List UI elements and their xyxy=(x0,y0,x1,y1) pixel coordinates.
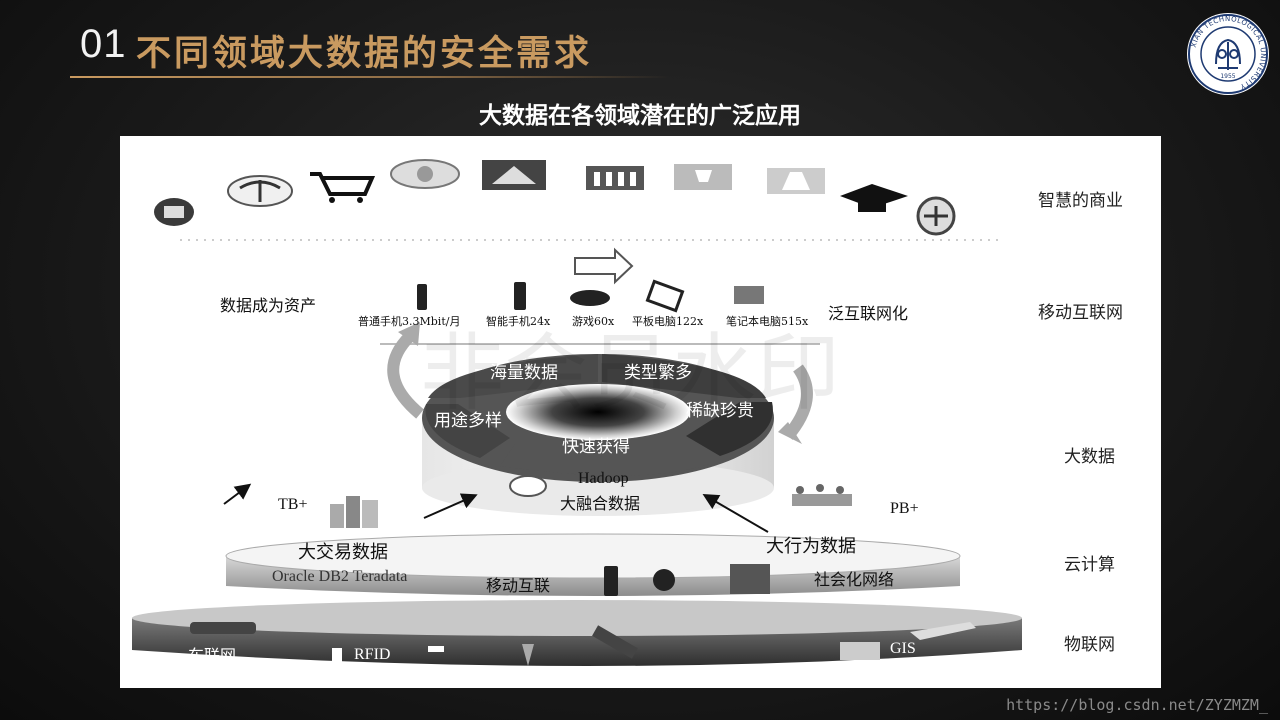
gis-label: GIS xyxy=(890,640,916,657)
cloud-computing-ring xyxy=(225,533,961,596)
smartphone-icon xyxy=(514,282,526,310)
weibo-icon xyxy=(653,569,675,591)
device-label-game: 游戏60x xyxy=(572,315,615,328)
slide-title: 不同领域大数据的安全需求 xyxy=(136,33,593,74)
people-crowd-icon xyxy=(792,484,852,506)
aircraft-icon xyxy=(910,622,976,640)
segment-label-scarce: 稀缺珍贵 xyxy=(686,401,754,421)
image-watermark: 非会员水印 xyxy=(420,324,841,422)
vortex-center xyxy=(506,384,690,440)
hadoop-label: Hadoop xyxy=(578,470,629,487)
car-icon xyxy=(190,622,256,634)
devices-row xyxy=(380,279,820,345)
logo-year: 1955 xyxy=(1220,73,1235,80)
shopping-cart-icon xyxy=(310,172,376,203)
flower-icon xyxy=(390,159,460,189)
game-console-icon xyxy=(570,290,610,306)
left-arrow-head-icon xyxy=(398,322,420,346)
mobile-phone-icon xyxy=(604,566,618,596)
lab-flask-icon xyxy=(767,168,825,194)
mobile-link-label: 移动互联 xyxy=(486,576,551,595)
rfid-label: RFID xyxy=(354,646,391,663)
airplane-icon xyxy=(916,196,956,236)
big-data-diagram: 非会员水印 智慧的商业 移动互联网 大数据 云计算 物联网 数据成为资产 泛互联… xyxy=(120,136,1161,688)
right-curved-arrow-icon xyxy=(783,364,813,440)
segment-label-fast: 快速获得 xyxy=(562,437,630,457)
segment-label-diverse: 用途多样 xyxy=(434,411,502,431)
diagram-graphics xyxy=(132,159,1022,666)
bank-building-icon xyxy=(482,160,546,190)
tv-icon xyxy=(154,198,194,226)
title-underline xyxy=(70,76,670,78)
segment-label-massive: 海量数据 xyxy=(490,363,558,383)
rfid-tag-icon xyxy=(332,648,342,664)
diagram-title: 大数据在各领域潜在的广泛应用 xyxy=(479,103,801,129)
device-label-smartphone: 智能手机24x xyxy=(486,315,551,328)
business-icons-row xyxy=(154,159,956,236)
logo-emblem-icon xyxy=(1215,38,1241,70)
tb-label: TB+ xyxy=(278,496,308,513)
gis-device-icon xyxy=(840,642,880,660)
tablet-icon xyxy=(645,279,685,313)
layer-label-smart-business: 智慧的商业 xyxy=(1038,191,1123,211)
device-label-laptop: 笔记本电脑515x xyxy=(726,315,809,328)
pb-label: PB+ xyxy=(890,500,919,517)
data-as-asset-label: 数据成为资产 xyxy=(220,296,317,315)
layer-label-mobile-internet: 移动互联网 xyxy=(1038,303,1123,323)
slide-number: 01 xyxy=(80,22,127,66)
car-network-label: 车联网 xyxy=(188,646,237,665)
lamp-icon xyxy=(674,164,732,190)
behavior-arrow xyxy=(702,493,769,533)
layer-label-iot: 物联网 xyxy=(1064,635,1115,655)
ring-segment-left xyxy=(425,404,510,458)
laptop-icon xyxy=(734,286,764,304)
right-arrow-head-icon xyxy=(778,422,802,444)
ring-segment-right xyxy=(686,402,773,456)
tb-arrow xyxy=(223,483,252,505)
university-logo: XIAN TECHNOLOGICAL UNIVERSITY 1955 xyxy=(1187,13,1269,95)
government-building-icon xyxy=(586,166,644,190)
satellite-icon xyxy=(592,625,638,659)
device-icon xyxy=(428,646,444,652)
url-watermark: https://blog.csdn.net/ZYZMZM_ xyxy=(1006,696,1268,714)
ring-segment-bottom xyxy=(500,444,710,476)
fusion-data-label: 大融合数据 xyxy=(560,494,641,513)
phone-icon xyxy=(417,284,427,310)
antenna-icon xyxy=(522,644,534,666)
data-center-buildings-icon xyxy=(330,496,378,528)
ring-segment-top-left xyxy=(428,354,598,398)
email-icon xyxy=(730,564,770,594)
growth-arrow-icon xyxy=(574,247,634,285)
database-vendors-label: Oracle DB2 Teradata xyxy=(272,568,408,585)
iot-ring xyxy=(132,600,1022,666)
behavior-data-label: 大行为数据 xyxy=(766,536,856,557)
device-label-tablet: 平板电脑122x xyxy=(632,315,704,328)
left-curved-arrow-icon xyxy=(387,331,424,419)
big-data-cylinder xyxy=(422,354,774,516)
layer-label-big-data: 大数据 xyxy=(1064,447,1115,467)
layer-label-cloud: 云计算 xyxy=(1064,555,1115,575)
transaction-arrow xyxy=(423,493,478,519)
cloud-icon xyxy=(509,475,547,497)
medical-caduceus-icon xyxy=(227,175,293,207)
graduation-cap-icon xyxy=(840,184,908,212)
ring-segment-top-right xyxy=(602,354,766,398)
social-network-label: 社会化网络 xyxy=(814,570,895,589)
pan-internet-label: 泛互联网化 xyxy=(828,304,909,323)
device-label-phone: 普通手机3.3Mbit/月 xyxy=(358,315,461,328)
transaction-data-label: 大交易数据 xyxy=(298,542,388,563)
segment-label-variety: 类型繁多 xyxy=(624,363,692,383)
